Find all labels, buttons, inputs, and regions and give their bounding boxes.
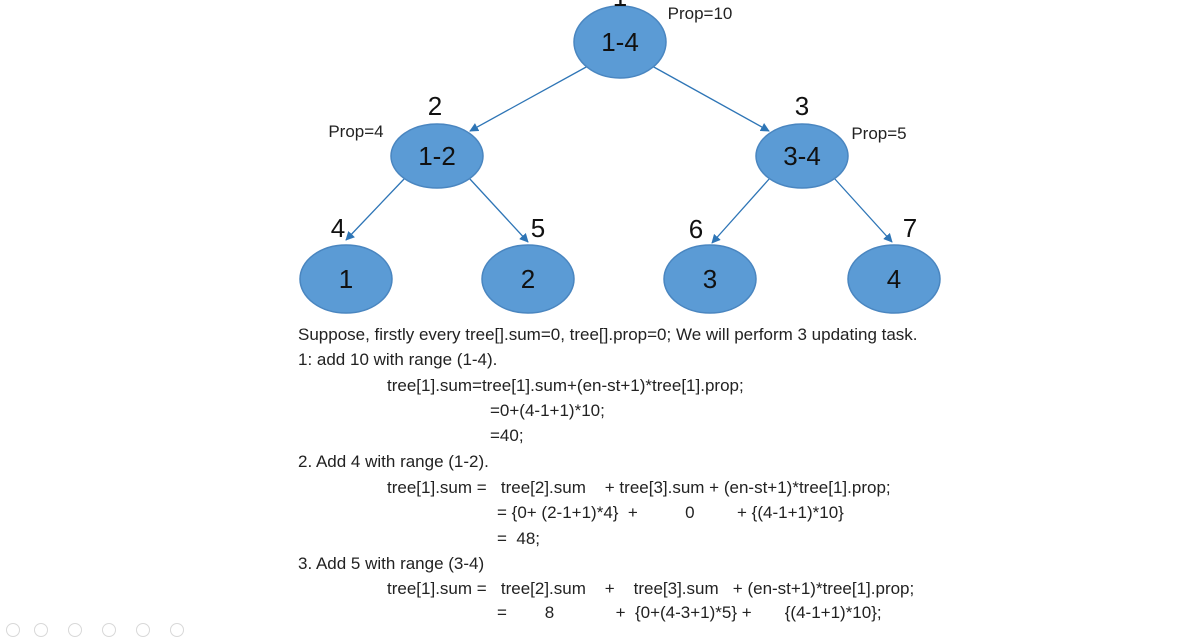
tree-node-4 [299, 244, 393, 314]
tree-node-5 [481, 244, 575, 314]
intro-text: Suppose, firstly every tree[].sum=0, tre… [298, 325, 918, 344]
step3-line-2: = 8 + {0+(4-3+1)*5} + {(4-1+1)*10}; [497, 603, 882, 622]
more-icon[interactable] [170, 623, 184, 637]
edge-1-3 [651, 65, 770, 132]
tree-edges [345, 65, 893, 244]
edge-2-5 [468, 177, 529, 243]
node-index-label-4: 4 [331, 213, 345, 243]
step2-line-3: = 48; [497, 529, 541, 548]
step1-title: 1: add 10 with range (1-4). [298, 350, 498, 369]
step1-line-1: tree[1].sum=tree[1].sum+(en-st+1)*tree[1… [387, 376, 744, 395]
node-range-label-3: 3-4 [783, 141, 821, 171]
node-range-label-1: 1-4 [601, 27, 639, 57]
step3-line-1: tree[1].sum = tree[2].sum + tree[3].sum … [387, 579, 915, 598]
step2-line-2: = {0+ (2-1+1)*4} + 0 + {(4-1+1)*10} [497, 503, 844, 522]
node-index-label-3: 3 [795, 91, 809, 121]
node-index-label-7: 7 [903, 213, 917, 243]
node-index-label-6: 6 [689, 214, 703, 244]
forward-icon[interactable] [34, 623, 48, 637]
node-range-label-2: 1-2 [418, 141, 456, 171]
step1-line-3: =40; [490, 426, 524, 445]
node-prop-label-1: Prop=10 [668, 4, 733, 23]
tree-node-2 [390, 123, 484, 189]
node-index-label-1: 1 [613, 0, 627, 12]
slide-controls [0, 621, 200, 637]
slides-icon[interactable] [102, 623, 116, 637]
back-icon[interactable] [6, 623, 20, 637]
node-range-label-5: 2 [521, 264, 535, 294]
tree-nodes: 1-4 1-2 3-4 1 2 3 4 [299, 5, 941, 314]
node-index-label-5: 5 [531, 213, 545, 243]
step1-line-2: =0+(4-1+1)*10; [490, 401, 605, 420]
edge-2-4 [345, 177, 406, 241]
step2-line-1: tree[1].sum = tree[2].sum + tree[3].sum … [387, 478, 891, 497]
tree-node-6 [663, 244, 757, 314]
edge-1-2 [469, 65, 589, 132]
tree-node-7 [847, 244, 941, 314]
edge-3-7 [833, 177, 893, 243]
node-prop-label-2: Prop=4 [328, 122, 383, 141]
node-range-label-6: 3 [703, 264, 717, 294]
tree-node-3 [755, 123, 849, 189]
step3-title: 3. Add 5 with range (3-4) [298, 554, 485, 573]
node-range-label-4: 1 [339, 264, 353, 294]
node-range-label-7: 4 [887, 264, 901, 294]
edge-3-6 [711, 177, 771, 244]
zoom-icon[interactable] [136, 623, 150, 637]
tree-node-1 [573, 5, 667, 79]
pen-icon[interactable] [68, 623, 82, 637]
node-index-label-2: 2 [428, 91, 442, 121]
node-prop-label-3: Prop=5 [851, 124, 906, 143]
step2-title: 2. Add 4 with range (1-2). [298, 452, 489, 471]
